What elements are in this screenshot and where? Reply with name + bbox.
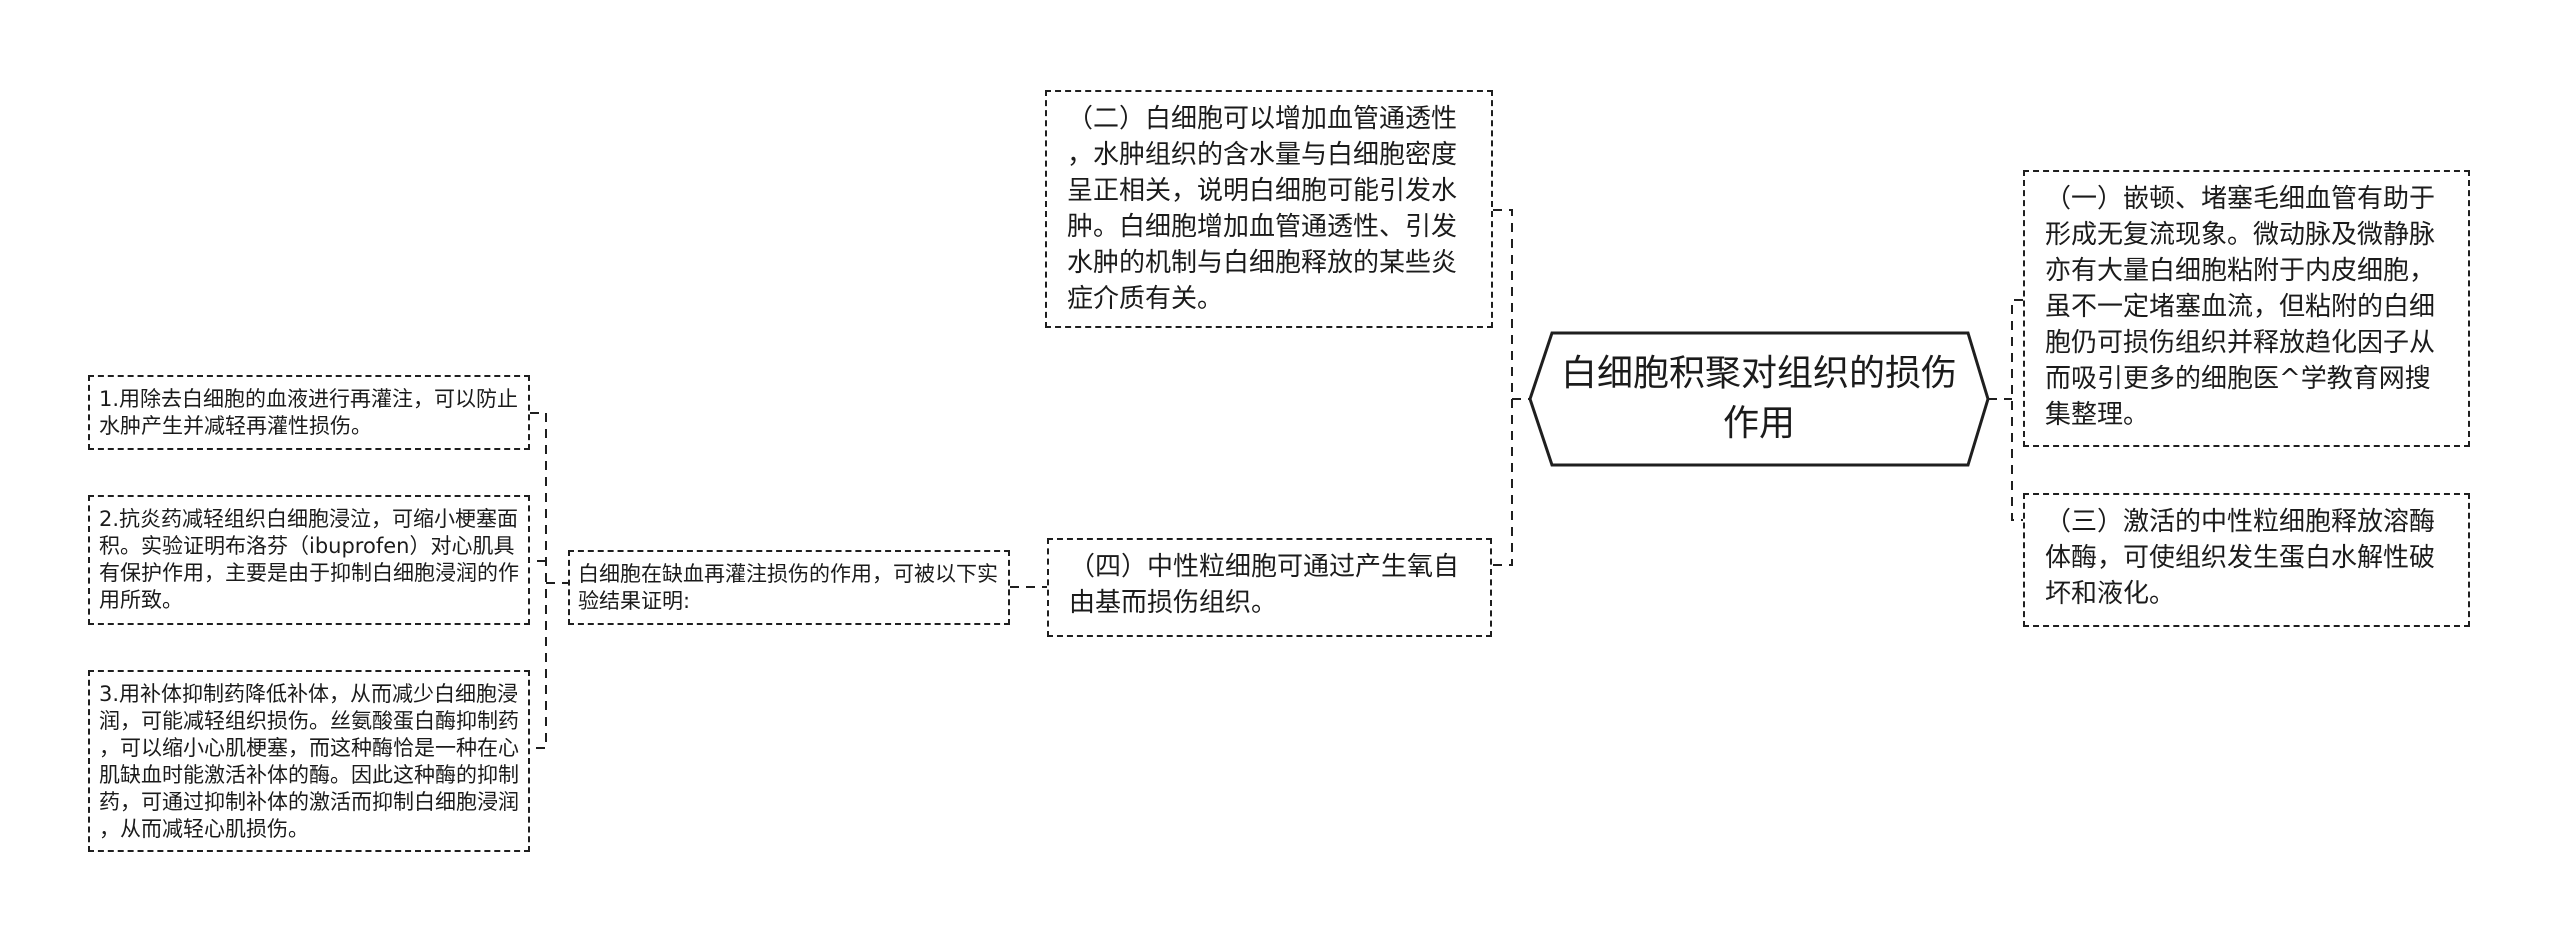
- experiment-1-node: 1.用除去白细胞的血液进行再灌注，可以防止水肿产生并减轻再灌性损伤。: [88, 375, 530, 450]
- experiment-3-node: 3.用补体抑制药降低补体，从而减少白细胞浸润，可能减轻组织损伤。丝氨酸蛋白酶抑制…: [88, 670, 530, 852]
- bracket-right-branch: [2011, 299, 2023, 521]
- root-title: 白细胞积聚对组织的损伤作用: [1560, 353, 1957, 444]
- point-one-node: （一）嵌顿、堵塞毛细血管有助于形成无复流现象。微动脉及微静脉亦有大量白细胞粘附于…: [2023, 170, 2470, 447]
- bracket-experiments: [530, 412, 547, 749]
- evidence-intro-node: 白细胞在缺血再灌注损伤的作用，可被以下实验结果证明:: [568, 550, 1010, 625]
- point-four-node: （四）中性粒细胞可通过产生氧自由基而损伤组织。: [1047, 538, 1492, 637]
- experiment-2-node: 2.抗炎药减轻组织白细胞浸泣，可缩小梗塞面积。实验证明布洛芬（ibuprofen…: [88, 495, 530, 625]
- bracket-left-branch: [1493, 209, 1513, 566]
- point-three-node: （三）激活的中性粒细胞释放溶酶体酶，可使组织发生蛋白水解性破坏和液化。: [2023, 493, 2470, 627]
- point-two-node: （二）白细胞可以增加血管通透性，水肿组织的含水量与白细胞密度呈正相关，说明白细胞…: [1045, 90, 1493, 328]
